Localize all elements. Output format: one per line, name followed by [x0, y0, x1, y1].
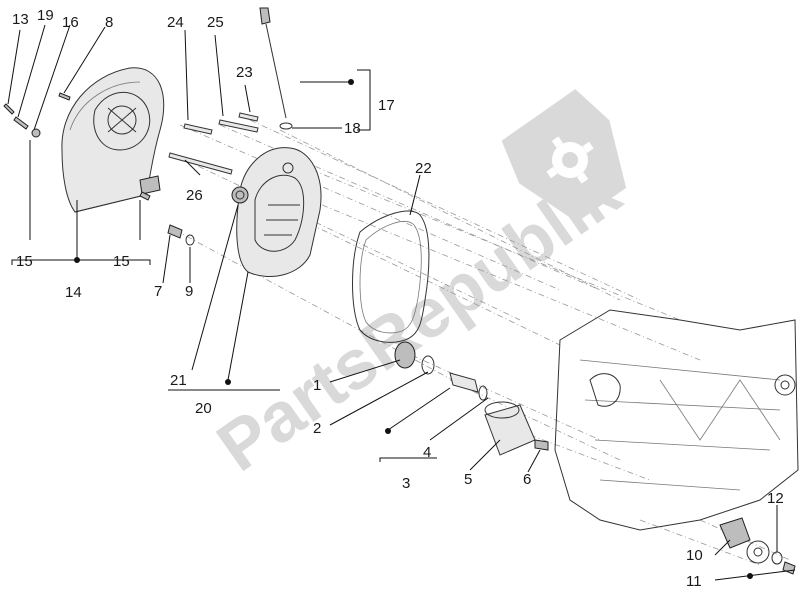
- label-1: 1: [313, 377, 321, 394]
- label-12: 12: [767, 490, 784, 507]
- label-15-left: 15: [16, 253, 33, 270]
- label-16: 16: [62, 14, 79, 31]
- label-5: 5: [464, 471, 472, 488]
- gear-icon: [501, 89, 627, 223]
- label-15-right: 15: [113, 253, 130, 270]
- engine-block: [554, 309, 799, 531]
- label-7: 7: [154, 283, 162, 300]
- label-10: 10: [686, 547, 703, 564]
- label-24: 24: [167, 14, 184, 31]
- label-6: 6: [523, 471, 531, 488]
- reference-labels: 13 19 16 8 15 15 14 24 25 23 26 7 9 21 2…: [12, 7, 784, 590]
- leader-lines: [7, 24, 796, 581]
- label-23: 23: [236, 64, 253, 81]
- dipstick: [259, 7, 293, 130]
- label-21: 21: [170, 372, 187, 389]
- label-20: 20: [195, 400, 212, 417]
- junction-dots: [74, 79, 753, 579]
- label-4: 4: [423, 444, 431, 461]
- label-18: 18: [344, 120, 361, 137]
- label-3: 3: [402, 475, 410, 492]
- label-14: 14: [65, 284, 82, 301]
- label-26: 26: [186, 187, 203, 204]
- label-22: 22: [415, 160, 432, 177]
- gasket: [352, 210, 430, 343]
- label-19: 19: [37, 7, 54, 24]
- label-25: 25: [207, 14, 224, 31]
- label-2: 2: [313, 420, 321, 437]
- label-9: 9: [185, 283, 193, 300]
- label-8: 8: [105, 14, 113, 31]
- bolts: [168, 112, 259, 175]
- watermark: PartsRepublik: [203, 89, 634, 486]
- label-11: 11: [686, 573, 702, 590]
- label-17: 17: [378, 97, 395, 114]
- crankcase-cover: [231, 147, 322, 277]
- fan-cover: [61, 67, 165, 213]
- label-13: 13: [12, 11, 29, 28]
- oil-pump: [719, 517, 796, 575]
- sensor-and-washer: [167, 224, 195, 246]
- screws-left: [3, 92, 151, 201]
